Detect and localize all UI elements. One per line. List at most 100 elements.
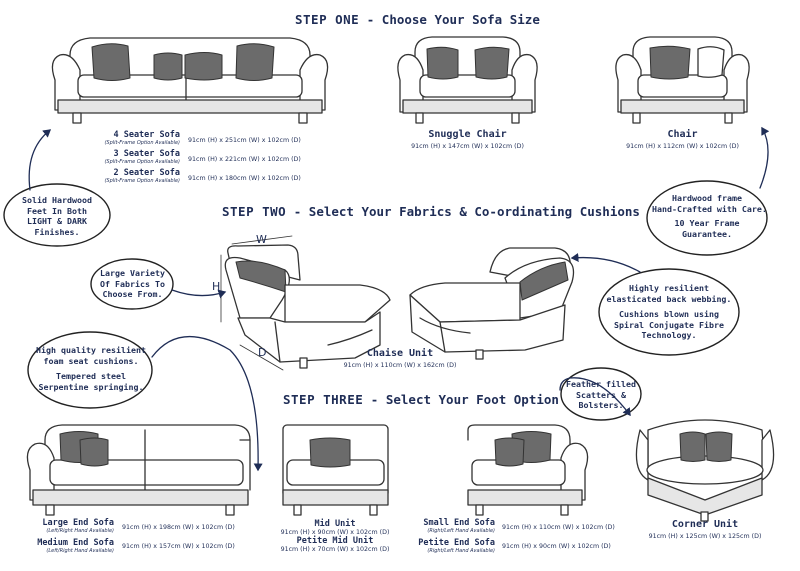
small-end-sofa-sub: (Right/Left Hand Available) [427, 528, 495, 534]
depth-axis-label: D [258, 346, 267, 359]
step-two-heading: STEP TWO - Select Your Fabrics & Co-ordi… [222, 204, 640, 219]
corner-unit-label: Corner Unit 91cm (H) x 125cm (W) x 125cm… [630, 519, 780, 540]
height-axis-label: H [212, 280, 221, 293]
corner-unit-drawing [635, 419, 775, 522]
cushion-icon [79, 437, 109, 467]
note-hardwood-feet: Solid Hardwood Feet In Both LIGHT & DARK… [7, 195, 107, 237]
mid-unit-label: Mid Unit 91cm (H) x 90cm (W) x 102cm (D)… [260, 519, 410, 553]
cushion-icon [519, 261, 569, 301]
cushion-icon [474, 46, 510, 80]
snuggle-chair-drawing [397, 36, 538, 124]
cushion-icon [705, 431, 733, 462]
callout-bubble [27, 331, 153, 409]
corner-unit-name: Corner Unit [671, 519, 739, 530]
note-line: Finishes. [34, 226, 80, 237]
note-line: Spiral Conjugate Fibre [614, 319, 724, 330]
note-line: 10 Year Frame [674, 218, 740, 228]
step-one-heading: STEP ONE - Choose Your Sofa Size [295, 12, 540, 27]
two-seater-name: 2 Seater Sofa [113, 168, 180, 178]
note-line: Bolsters. [578, 400, 624, 410]
note-line: High quality resilient [36, 345, 146, 355]
note-line: Highly resilient [629, 283, 709, 293]
note-foam: High quality resilient foam seat cushion… [32, 345, 150, 392]
step-three-heading: STEP THREE - Select Your Foot Option [283, 392, 559, 407]
note-line: Tempered steel [56, 371, 126, 381]
chair-dims: 91cm (H) x 112cm (W) x 102cm (D) [626, 143, 739, 150]
medium-end-sofa-dims: 91cm (H) x 157cm (W) x 102cm (D) [122, 543, 235, 550]
callout-bubble [560, 367, 642, 421]
arrow-icon [759, 126, 770, 189]
cushion-icon [235, 43, 275, 81]
snuggle-chair-dims: 91cm (H) x 147cm (W) x 102cm (D) [411, 143, 524, 150]
three-seater-name: 3 Seater Sofa [113, 149, 180, 159]
petite-end-sofa-sub: (Right/Left Hand Available) [427, 548, 495, 554]
note-line: Serpentine springing. [38, 381, 144, 392]
chair-drawing [615, 36, 750, 124]
small-end-sofa-label: Small End Sofa (Right/Left Hand Availabl… [380, 518, 495, 534]
mid-unit-name: Mid Unit [314, 519, 356, 529]
mid-unit-drawing [282, 424, 389, 516]
step-two-title: - Select Your Fabrics & Co-ordinating Cu… [293, 204, 640, 219]
large-end-sofa-drawing [26, 424, 251, 516]
arrow-icon [28, 129, 52, 191]
step-one-label: STEP ONE [295, 12, 360, 27]
cushion-icon [91, 43, 131, 81]
snuggle-chair-label: Snuggle Chair 91cm (H) x 147cm (W) x 102… [380, 129, 555, 150]
cushion-icon [649, 45, 691, 80]
callout-bubble [90, 258, 174, 310]
note-line: Choose From. [102, 289, 163, 299]
note-line: elasticated back webbing. [606, 293, 732, 304]
chair-name: Chair [667, 129, 698, 140]
medium-end-sofa-label: Medium End Sofa (Left/Right Hand Availab… [0, 538, 114, 554]
two-seater-label: 2 Seater Sofa (Split-Frame Option Availa… [60, 168, 180, 184]
chaise-unit-right-drawing [409, 247, 575, 360]
three-seater-sub: (Split-Frame Option Available) [104, 159, 180, 165]
large-end-sofa-dims: 91cm (H) x 198cm (W) x 102cm (D) [122, 524, 235, 531]
note-fabrics: Large Variety Of Fabrics To Choose From. [95, 268, 170, 300]
petite-end-sofa-label: Petite End Sofa (Right/Left Hand Availab… [380, 538, 495, 554]
cushion-icon [679, 431, 706, 462]
note-line: Feather filled [566, 379, 636, 389]
note-line: Hand-Crafted with Care. [652, 203, 767, 214]
medium-end-sofa-name: Medium End Sofa [37, 538, 114, 548]
small-end-sofa-dims: 91cm (H) x 110cm (W) x 102cm (D) [502, 524, 615, 531]
large-end-sofa-name: Large End Sofa [42, 518, 114, 528]
note-line: Feet In Both [27, 205, 87, 216]
small-end-sofa-name: Small End Sofa [423, 518, 495, 528]
step-one-title: - Choose Your Sofa Size [366, 12, 540, 27]
medium-end-sofa-sub: (Left/Right Hand Available) [46, 548, 114, 554]
corner-unit-dims: 91cm (H) x 125cm (W) x 125cm (D) [648, 533, 762, 540]
step-three-label: STEP THREE [283, 392, 364, 407]
arrow-icon [151, 336, 263, 472]
cushion-icon [309, 437, 351, 468]
arrow-icon [559, 377, 631, 417]
four-seater-sub: (Split-Frame Option Available) [104, 140, 180, 146]
snuggle-chair-name: Snuggle Chair [428, 129, 507, 140]
two-seater-sub: (Split-Frame Option Available) [104, 178, 180, 184]
chaise-unit-label: Chaise Unit 91cm (H) x 110cm (W) x 162cm… [315, 348, 485, 369]
two-seater-dims: 91cm (H) x 180cm (W) x 102cm (D) [188, 175, 301, 182]
note-scatters: Feather filled Scatters & Bolsters. [566, 379, 636, 411]
callout-bubble [646, 180, 768, 256]
note-hardwood-frame: Hardwood frame Hand-Crafted with Care. 1… [652, 193, 767, 239]
note-line: Solid Hardwood [22, 195, 92, 205]
petite-end-sofa-name: Petite End Sofa [418, 538, 495, 548]
petite-mid-unit-dims: 91cm (H) x 70cm (W) x 102cm (D) [280, 546, 390, 553]
four-seater-sofa-drawing [51, 37, 329, 124]
note-line: LIGHT & DARK [27, 216, 87, 226]
large-end-sofa-label: Large End Sofa (Left/Right Hand Availabl… [0, 518, 114, 534]
note-line: Hardwood frame [672, 193, 742, 203]
four-seater-dims: 91cm (H) x 251cm (W) x 102cm (D) [188, 137, 301, 144]
petite-mid-unit-name: Petite Mid Unit [296, 536, 374, 546]
chaise-unit-name: Chaise Unit [366, 348, 434, 359]
mid-unit-dims: 91cm (H) x 90cm (W) x 102cm (D) [280, 529, 390, 536]
chaise-unit-left-drawing [220, 235, 391, 371]
width-axis-label: W [256, 233, 267, 246]
cushion-icon [184, 52, 223, 81]
step-three-title: - Select Your Foot Option [370, 392, 559, 407]
small-end-sofa-drawing [467, 424, 589, 516]
chair-label: Chair 91cm (H) x 112cm (W) x 102cm (D) [595, 129, 770, 150]
callout-bubble [3, 183, 111, 247]
three-seater-label: 3 Seater Sofa (Split-Frame Option Availa… [60, 149, 180, 165]
